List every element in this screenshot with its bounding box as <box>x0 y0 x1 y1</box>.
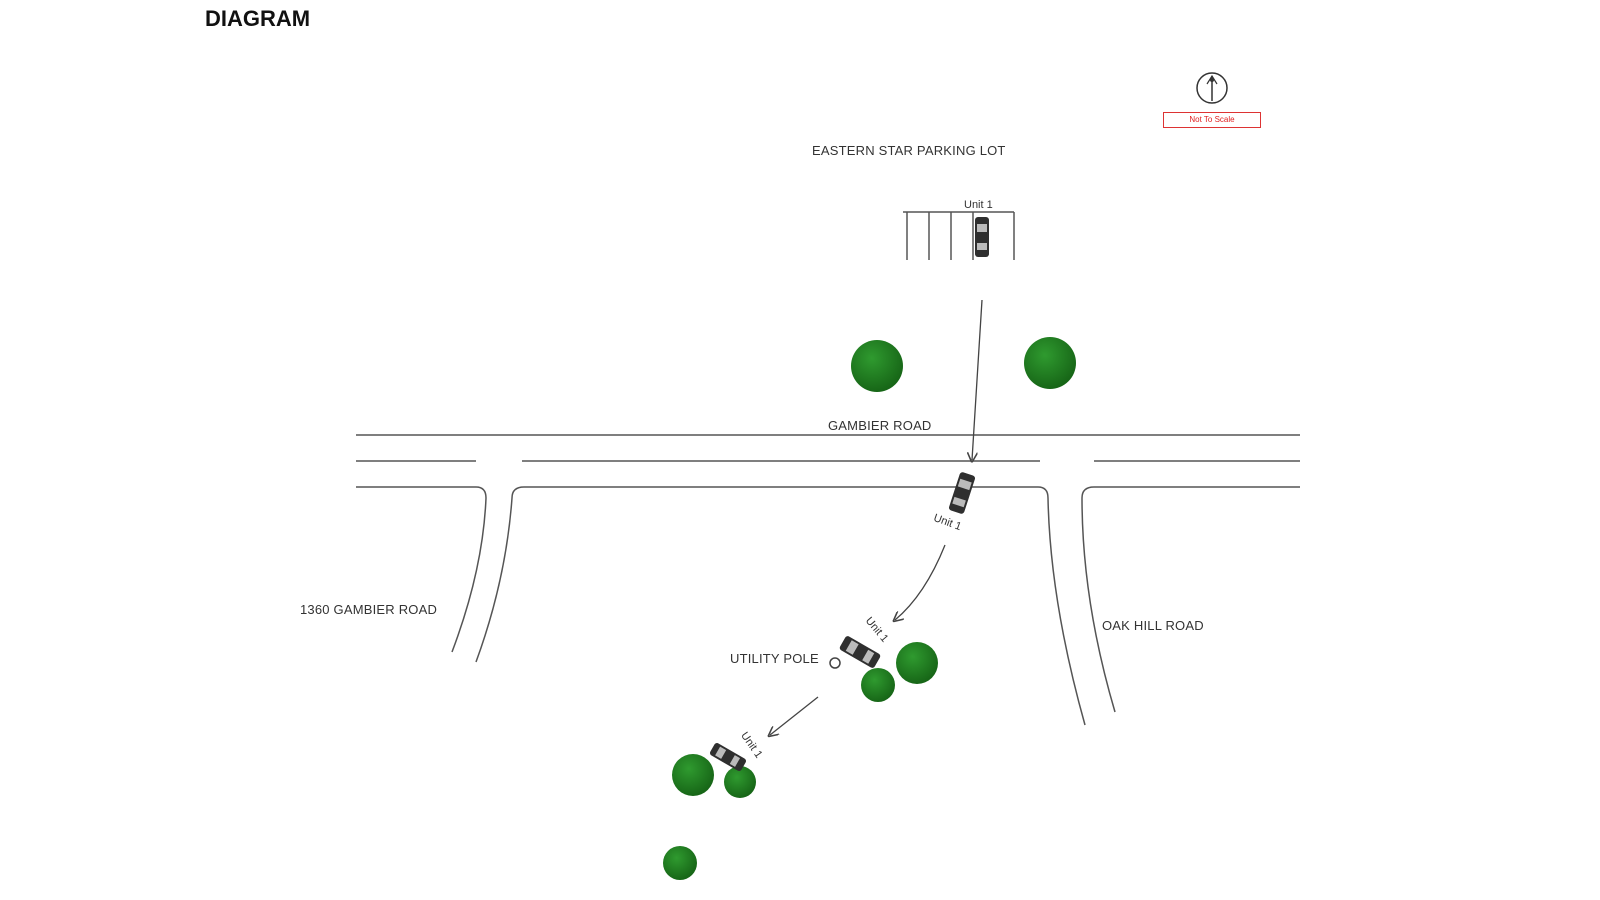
utility-pole-label: UTILITY POLE <box>730 651 819 666</box>
tree <box>896 642 938 684</box>
gambier-road-label: GAMBIER ROAD <box>828 418 932 433</box>
parking-stalls <box>903 211 1015 260</box>
tree <box>861 668 895 702</box>
vehicle-unit-1-parked <box>975 217 989 257</box>
tree <box>1024 337 1076 389</box>
oak-hill-road-label: OAK HILL ROAD <box>1102 618 1204 633</box>
address-label: 1360 GAMBIER ROAD <box>300 602 438 617</box>
north-arrow-icon <box>1196 72 1228 104</box>
utility-pole <box>829 657 841 669</box>
not-to-scale-note: Not To Scale <box>1163 112 1261 128</box>
tree <box>724 766 756 798</box>
unit-label: Unit 1 <box>964 199 993 211</box>
tree <box>851 340 903 392</box>
trees <box>663 337 1076 880</box>
tree <box>663 846 697 880</box>
page-title: DIAGRAM <box>205 6 311 31</box>
vehicle-path <box>770 299 983 735</box>
gambier-road <box>356 434 1300 726</box>
vehicle-unit-1-pole <box>839 636 881 668</box>
parking-lot-label: EASTERN STAR PARKING LOT <box>812 143 1006 158</box>
vehicle-unit-1-final <box>710 743 746 771</box>
tree <box>672 754 714 796</box>
vehicle-unit-1-road <box>948 472 976 514</box>
